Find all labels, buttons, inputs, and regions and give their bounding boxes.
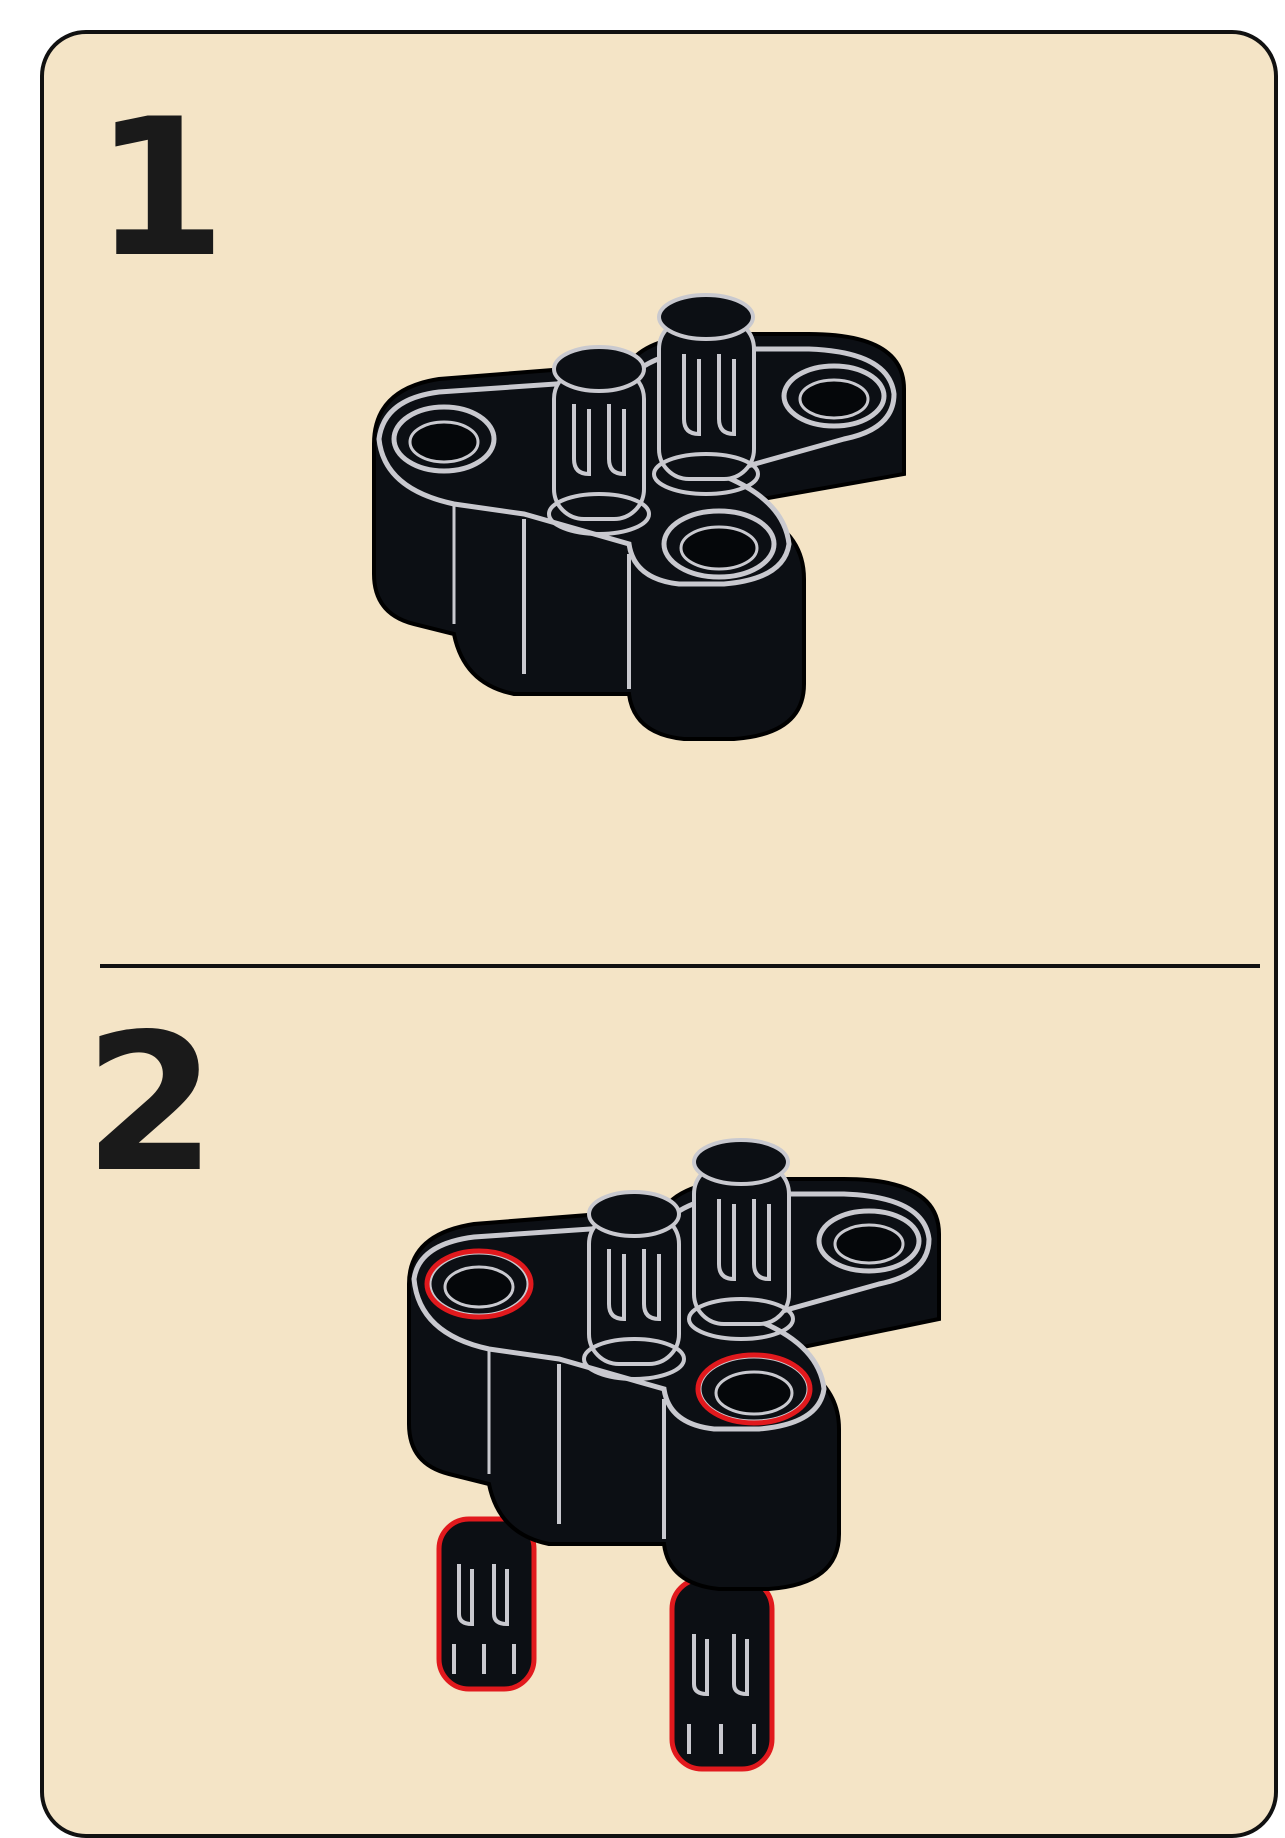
step-2-assembly <box>44 34 1278 1838</box>
instruction-panel: 1 <box>40 30 1278 1838</box>
step-2-liftarm-icon <box>409 1140 939 1769</box>
